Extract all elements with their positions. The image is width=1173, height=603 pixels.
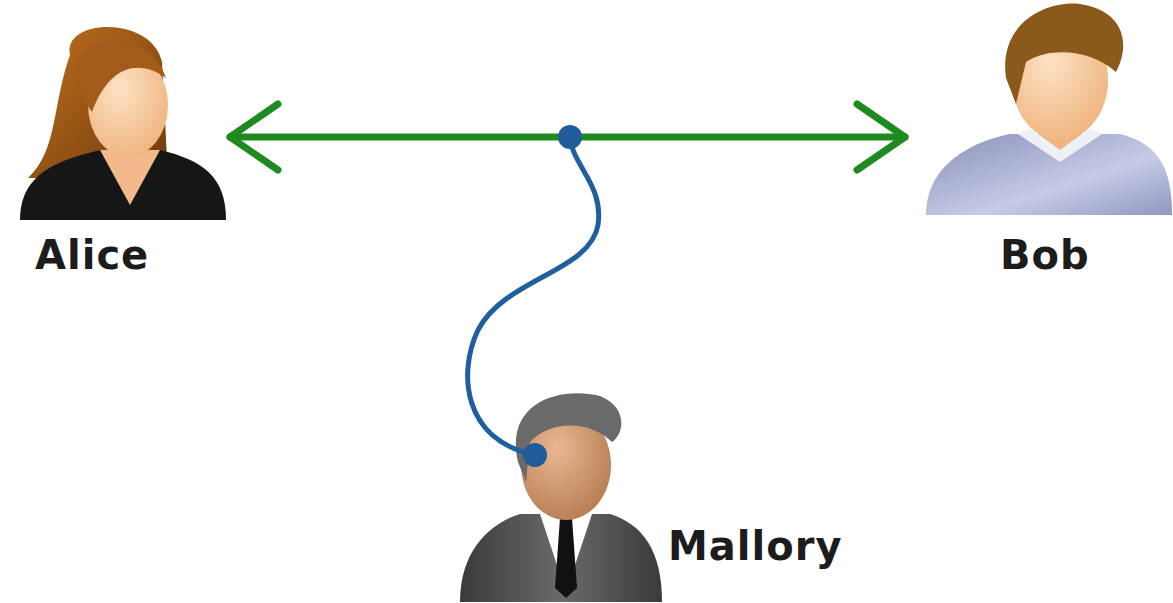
neck bbox=[100, 150, 160, 205]
hair bbox=[516, 393, 622, 482]
bangs bbox=[76, 40, 166, 112]
person-node: Alice bbox=[15, 20, 230, 282]
person-name: Bob bbox=[1000, 232, 1090, 278]
alice-icon bbox=[20, 27, 226, 220]
person-name: Alice bbox=[35, 232, 149, 278]
hair bbox=[1005, 4, 1123, 104]
tap-cable bbox=[468, 137, 599, 455]
person-node: Bob bbox=[905, 0, 1171, 282]
suit bbox=[460, 514, 662, 602]
bob-icon bbox=[926, 4, 1172, 215]
person-name: Mallory bbox=[668, 523, 843, 569]
earpiece bbox=[523, 443, 547, 467]
jacket bbox=[20, 150, 226, 220]
person-node: Mallory bbox=[450, 390, 865, 603]
wiretap bbox=[468, 125, 599, 467]
mallory-icon bbox=[460, 393, 662, 602]
tie bbox=[555, 518, 577, 598]
tap-point bbox=[558, 125, 582, 149]
